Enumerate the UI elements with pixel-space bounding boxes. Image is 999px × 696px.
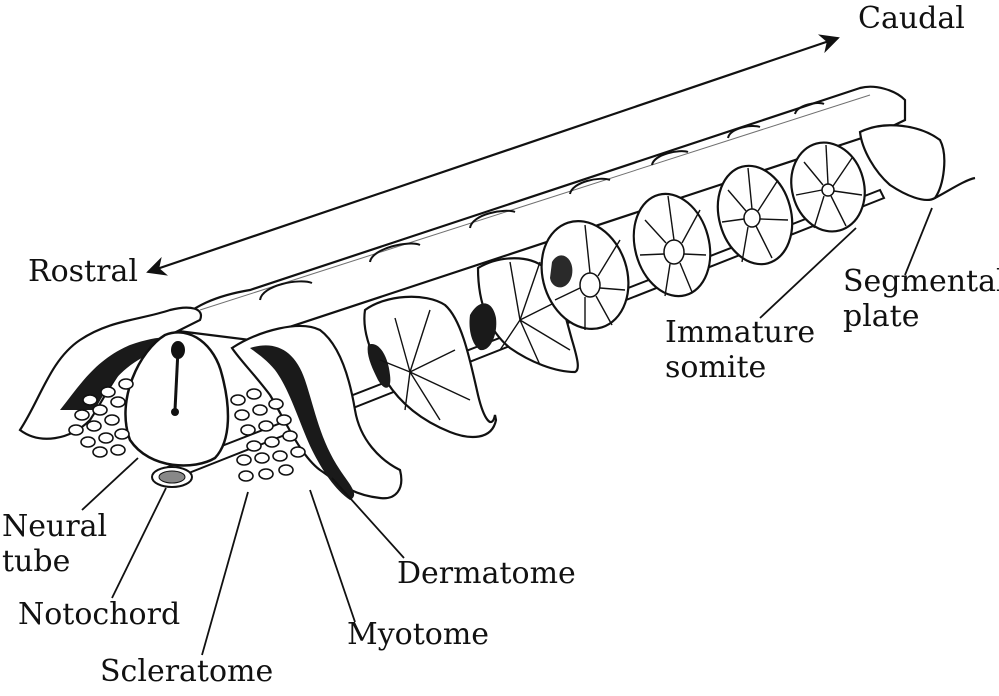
leader-neural-tube <box>82 458 138 510</box>
leader-notochord <box>112 488 166 598</box>
label-segmental-plate: Segmental plate <box>843 265 999 334</box>
label-dermatome: Dermatome <box>397 557 576 592</box>
label-notochord: Notochord <box>18 598 180 633</box>
label-neural-tube-line1: Neural <box>2 510 107 545</box>
label-immature-somite: Immature somite <box>665 316 815 385</box>
label-neural-tube-line2: tube <box>2 545 107 580</box>
segmental-plate <box>860 125 975 200</box>
label-segmental-plate-line1: Segmental <box>843 265 999 300</box>
label-immature-somite-line1: Immature <box>665 316 815 351</box>
label-myotome: Myotome <box>347 618 489 653</box>
leader-myotome <box>310 490 355 622</box>
label-segmental-plate-line2: plate <box>843 300 999 335</box>
label-rostral: Rostral <box>28 255 138 290</box>
label-sclerotome: Scleratome <box>100 655 273 690</box>
leader-sclerotome <box>202 492 248 655</box>
label-caudal: Caudal <box>858 2 965 37</box>
label-immature-somite-line2: somite <box>665 351 815 386</box>
label-neural-tube: Neural tube <box>2 510 107 579</box>
